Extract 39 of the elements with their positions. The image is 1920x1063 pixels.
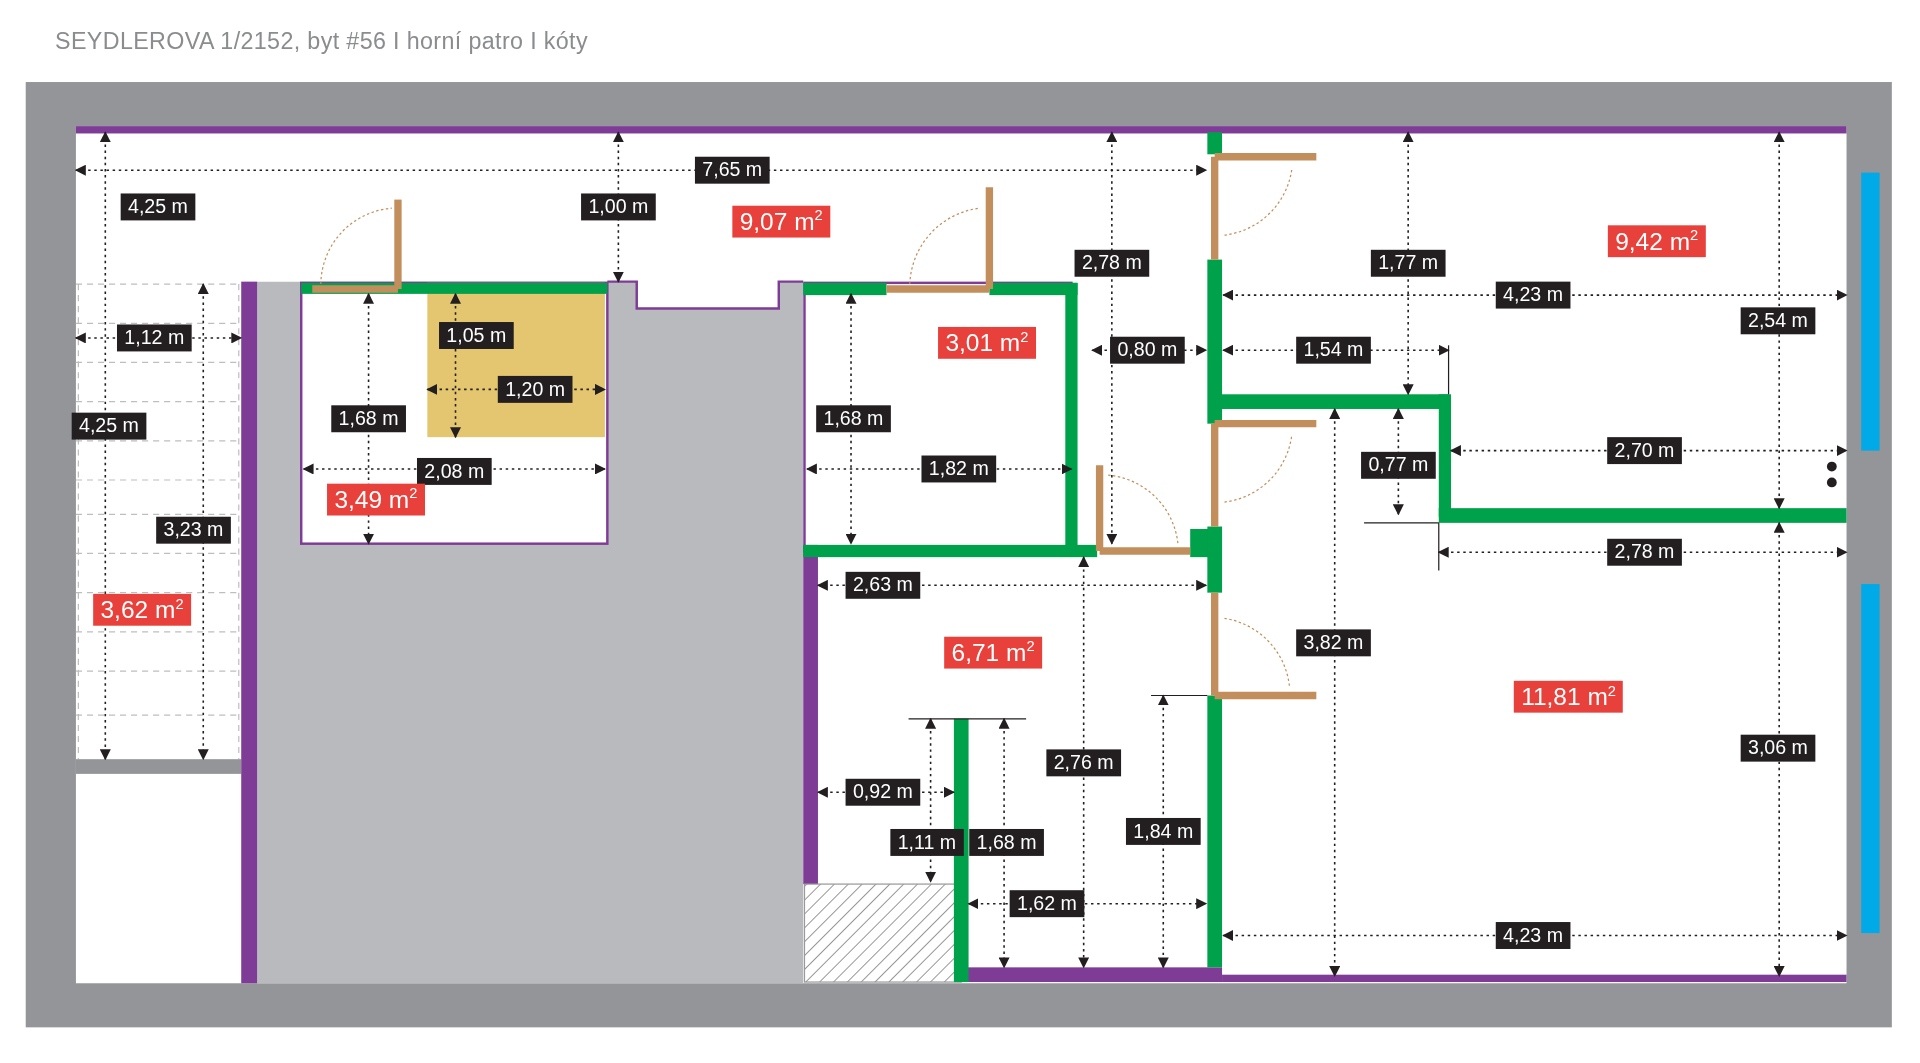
- dimension-label: 0,80 m: [1110, 336, 1185, 364]
- dimension-label: 0,92 m: [845, 778, 921, 806]
- dimension-label: 3,23 m: [156, 516, 231, 544]
- dimension-label: 1,68 m: [331, 405, 406, 433]
- dimension-label: 2,78 m: [1607, 538, 1682, 566]
- dimension-label: 1,84 m: [1125, 817, 1201, 845]
- dimension-label: 4,23 m: [1495, 922, 1571, 949]
- area-label: 3,49 m$^{2}$: [327, 483, 425, 516]
- dimension-label: 1,77 m: [1370, 249, 1446, 277]
- dimension-label: 1,12 m: [117, 324, 192, 352]
- area-label: 9,07 m$^{2}$: [732, 205, 831, 238]
- dimension-label: 1,05 m: [439, 322, 514, 349]
- dimension-label: 1,62 m: [1009, 890, 1085, 918]
- area-label: 3,01 m$^{2}$: [938, 326, 1036, 359]
- dimension-label: 4,23 m: [1495, 281, 1571, 309]
- dimension-label: 1,82 m: [921, 455, 997, 483]
- dimension-label: 0,77 m: [1361, 451, 1436, 479]
- dimension-label: 4,25 m: [71, 412, 147, 440]
- area-label: 9,42 m$^{2}$: [1607, 225, 1706, 258]
- dimension-label: 7,65 m: [694, 156, 770, 184]
- dimension-label: 1,20 m: [497, 375, 573, 403]
- dimension-label: 1,68 m: [969, 829, 1044, 856]
- dimension-label: 2,08 m: [417, 457, 492, 485]
- dimension-label: 1,00 m: [581, 193, 656, 221]
- plan-title: SEYDLEROVA 1/2152, byt #56 I horní patro I kóty: [55, 28, 588, 56]
- dimension-label: 2,70 m: [1607, 437, 1682, 465]
- dimension-label: 2,76 m: [1046, 749, 1121, 777]
- area-label: 6,71 m$^{2}$: [944, 636, 1042, 669]
- dimension-label: 1,68 m: [816, 405, 891, 433]
- dimension-label: 2,54 m: [1740, 307, 1816, 335]
- dimension-label: 2,63 m: [845, 571, 921, 599]
- dimension-label: 2,78 m: [1074, 249, 1150, 277]
- area-label: 11,81 m$^{2}$: [1513, 680, 1624, 713]
- area-label: 3,62 m$^{2}$: [93, 593, 191, 626]
- dimension-label: 1,54 m: [1296, 336, 1371, 364]
- dimension-label: 3,06 m: [1740, 734, 1816, 762]
- dimension-label: 3,82 m: [1296, 629, 1371, 657]
- dimension-label: 1,11 m: [890, 829, 964, 856]
- dimension-label: 4,25 m: [120, 193, 196, 221]
